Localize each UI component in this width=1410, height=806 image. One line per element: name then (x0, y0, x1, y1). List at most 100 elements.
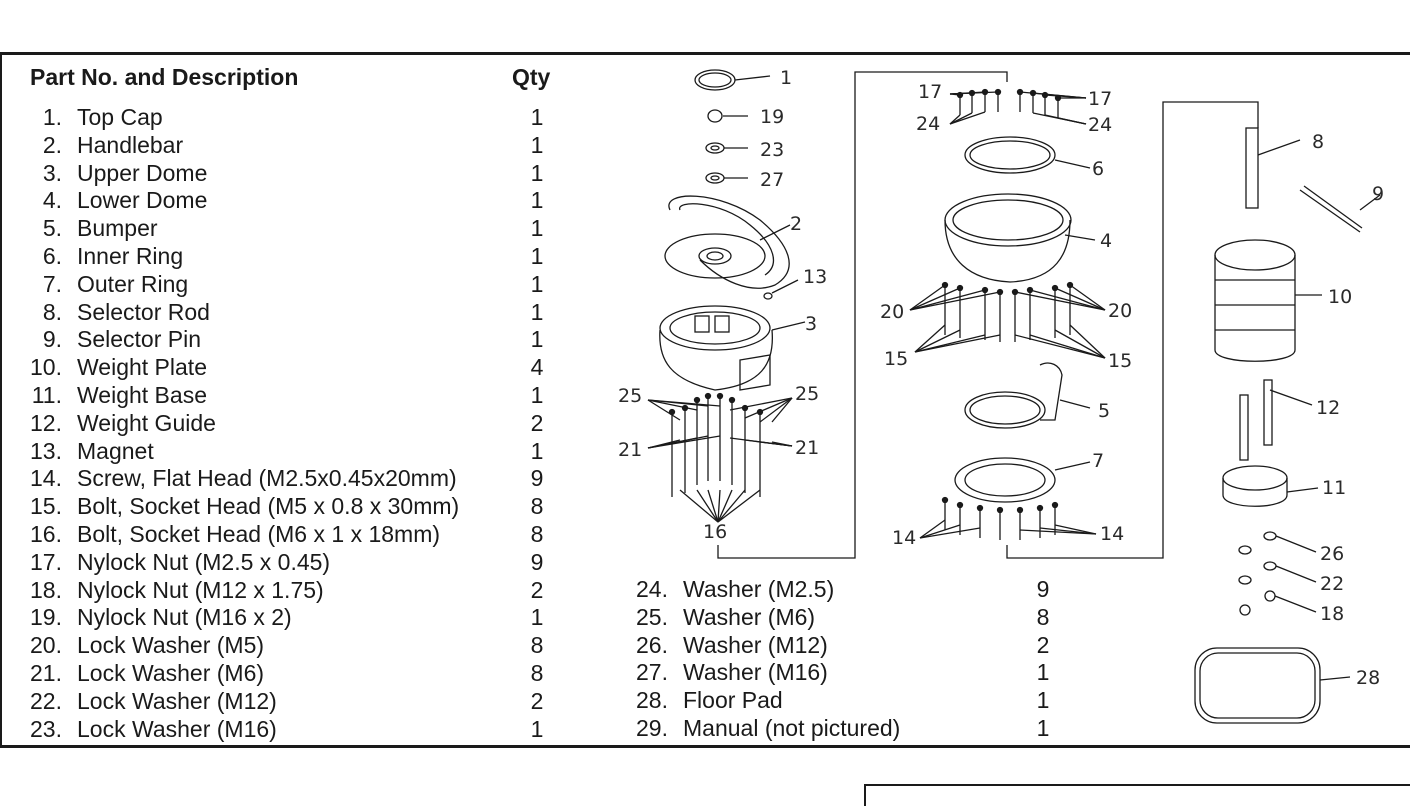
callout-label: 12 (1316, 397, 1340, 419)
part-qty: 8 (530, 493, 544, 520)
callout-label: 19 (760, 106, 784, 128)
callout-label: 15 (1108, 350, 1132, 372)
part-qty: 1 (530, 131, 544, 158)
part-qty: 1 (530, 715, 544, 742)
part-number: 28. (636, 687, 668, 714)
part-number: 6. (42, 243, 62, 269)
callout-label: 9 (1372, 183, 1384, 205)
part-description: Washer (M2.5) (683, 576, 835, 602)
callout-label: 24 (916, 113, 940, 135)
part-number: 25. (636, 603, 668, 630)
weight-base (1222, 465, 1319, 507)
part-number: 26. (636, 631, 668, 658)
callout-label: 7 (1092, 450, 1104, 472)
callout-label: 11 (1322, 477, 1346, 499)
outer-ring (954, 457, 1091, 503)
part-description: Lock Washer (M6) (77, 660, 265, 686)
part-description: Washer (M12) (683, 631, 828, 658)
part-description: Nylock Nut (M16 x 2) (77, 604, 292, 631)
part-number: 27. (636, 659, 668, 686)
part-qty: 8 (1036, 603, 1050, 630)
part-number: 4. (42, 187, 62, 214)
part-number: 24. (636, 576, 668, 602)
callout-label: 20 (880, 301, 904, 323)
part-number: 19. (30, 604, 62, 631)
callout-label: 22 (1320, 573, 1344, 595)
part-description: Lock Washer (M12) (77, 687, 277, 714)
part-description: Handlebar (77, 131, 184, 158)
part-qty: 1 (530, 104, 544, 130)
callout-label: 14 (892, 527, 916, 549)
leader-lines (647, 91, 1106, 539)
part-description: Weight Base (77, 382, 207, 408)
part-description: Lock Washer (M5) (77, 632, 265, 659)
callout-label: 28 (1356, 667, 1380, 689)
part-description: Washer (M6) (683, 603, 816, 630)
part-description: Magnet (77, 437, 154, 464)
callout-label: 18 (1320, 603, 1344, 625)
part-qty: 1 (530, 243, 544, 269)
corner-box (864, 784, 1410, 806)
part-qty: 1 (530, 187, 544, 214)
part-qty: 2 (1036, 631, 1050, 658)
callout-label: 26 (1320, 543, 1344, 565)
part-number: 11. (31, 382, 62, 408)
callout-label: 16 (703, 521, 727, 543)
part-number: 1. (42, 104, 62, 130)
part-description: Floor Pad (683, 687, 783, 714)
part-number: 7. (42, 270, 62, 297)
part-qty: 2 (530, 687, 544, 714)
part-qty: 8 (530, 521, 544, 547)
callout-label: 1 (780, 67, 792, 89)
small-washers (1238, 531, 1317, 616)
part-qty: 9 (530, 465, 544, 492)
handlebar (664, 195, 799, 300)
callout-label: 21 (618, 439, 642, 461)
floor-pad (1194, 647, 1351, 724)
part-number: 16. (30, 521, 62, 547)
callout-label: 3 (805, 313, 817, 335)
callout-label: 6 (1092, 158, 1104, 180)
lower-dome (944, 193, 1096, 283)
part-qty: 9 (1036, 576, 1050, 602)
callout-label: 2 (790, 213, 802, 235)
part-qty: 1 (530, 604, 544, 631)
part-description: Bolt, Socket Head (M6 x 1 x 18mm) (77, 521, 441, 547)
part-qty: 1 (1036, 687, 1050, 714)
part-qty: 2 (530, 409, 544, 436)
part-number: 15. (30, 493, 62, 520)
callout-label: 25 (795, 383, 819, 405)
part-description: Manual (not pictured) (683, 715, 901, 741)
part-description: Weight Guide (77, 409, 216, 436)
part-number: 13. (30, 437, 62, 464)
bumper (964, 362, 1091, 429)
header-qty: Qty (512, 64, 551, 90)
part-number: 8. (42, 298, 62, 325)
callout-label: 20 (1108, 300, 1132, 322)
weight-guides (1239, 379, 1313, 461)
part-description: Lower Dome (77, 187, 208, 214)
part-number: 18. (30, 576, 62, 603)
callout-label: 4 (1100, 230, 1112, 252)
part-qty: 1 (530, 326, 544, 353)
part-description: Inner Ring (77, 243, 184, 269)
part-number: 22. (30, 687, 62, 714)
part-description: Washer (M16) (683, 659, 828, 686)
part-qty: 1 (530, 382, 544, 408)
part-qty: 1 (1036, 715, 1050, 741)
part-number: 10. (30, 354, 62, 381)
part-number: 14. (30, 465, 62, 492)
part-description: Lock Washer (M16) (77, 715, 277, 742)
part-description: Selector Rod (77, 298, 210, 325)
part-description: Nylock Nut (M2.5 x 0.45) (77, 548, 331, 575)
part-number: 17. (30, 548, 62, 575)
part-number: 20. (30, 632, 62, 659)
part-qty: 8 (530, 632, 544, 659)
part-description: Weight Plate (77, 354, 207, 381)
part-qty: 1 (530, 159, 544, 186)
upper-dome (659, 305, 806, 391)
inner-ring (964, 136, 1091, 174)
callout-label: 10 (1328, 286, 1352, 308)
part-qty: 2 (530, 576, 544, 603)
